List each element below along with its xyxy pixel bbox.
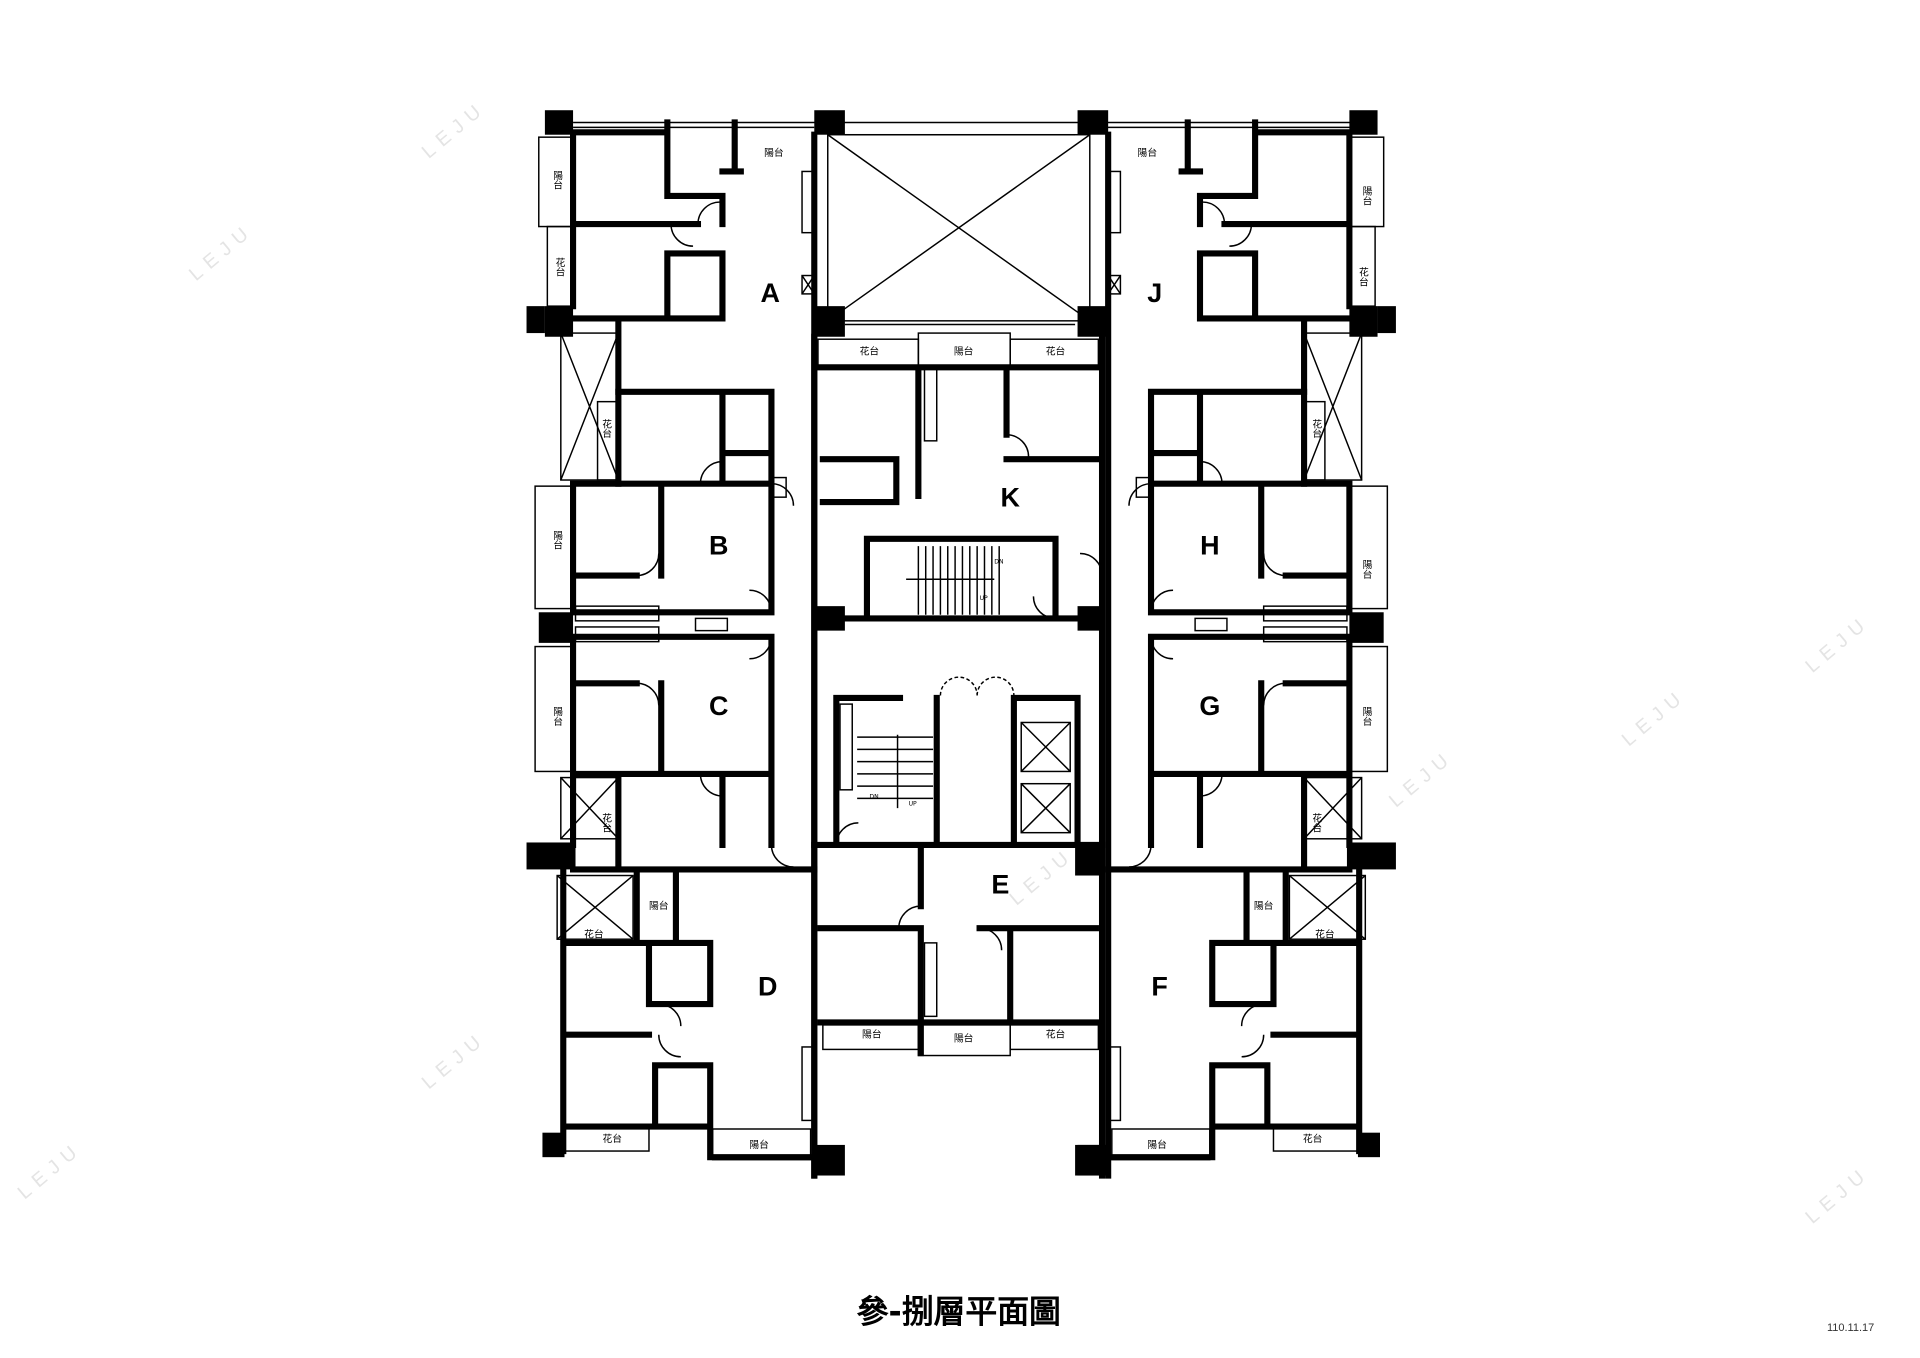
planter-label: 花台	[1303, 1132, 1323, 1145]
unit-label-k: K	[1000, 483, 1020, 513]
balcony-label: 陽台	[551, 170, 563, 191]
stair-up-label: UP	[909, 801, 917, 808]
facade-line	[573, 121, 1351, 136]
balcony-label: 陽台	[551, 530, 563, 551]
unit-label-a: A	[760, 278, 779, 308]
planter-label: 花台	[584, 927, 604, 940]
watermark: LEJU	[418, 97, 491, 164]
balcony-label: 陽台	[749, 1138, 769, 1151]
balcony-label: 陽台	[551, 706, 563, 727]
west-wing	[526, 110, 845, 1179]
balcony-label: 陽台	[1254, 899, 1274, 912]
stair-dn-label: DN	[869, 793, 878, 800]
balcony-label: 陽台	[1138, 146, 1158, 159]
drawing-title: 參-捌層平面圖	[857, 1292, 1061, 1330]
watermark: LEJU	[418, 1027, 491, 1094]
stair-north	[906, 546, 1000, 615]
unit-label-g: G	[1199, 691, 1220, 721]
planter-label: 花台	[1046, 1028, 1066, 1041]
balcony-label: 陽台	[1361, 706, 1373, 727]
balcony-label: 陽台	[1361, 559, 1373, 580]
watermark: LEJU	[1618, 684, 1691, 751]
watermark: LEJU	[14, 1137, 87, 1204]
watermark: LEJU	[1801, 611, 1874, 678]
stair-south	[839, 703, 934, 809]
planter-label: 花台	[1046, 344, 1066, 357]
unit-label-d: D	[758, 971, 777, 1001]
planter-label: 花台	[1315, 927, 1335, 940]
unit-label-f: F	[1151, 971, 1167, 1001]
unit-label-c: C	[709, 691, 728, 721]
stair-dn-label: DN	[994, 558, 1003, 565]
balcony-label: 陽台	[764, 146, 784, 159]
planter-label: 花台	[600, 812, 612, 834]
unit-label-b: B	[709, 530, 728, 560]
watermark: LEJU	[1005, 843, 1078, 910]
balcony-label: 陽台	[1147, 1138, 1167, 1151]
watermarks: LEJU LEJU LEJU LEJU LEJU LEJU LEJU LEJU …	[14, 97, 1875, 1229]
stair-up-label: UP	[980, 595, 988, 602]
elevator	[1020, 721, 1071, 773]
east-wing	[1078, 110, 1396, 1175]
elevator	[1020, 782, 1071, 834]
planter-label: 花台	[602, 1132, 622, 1145]
unit-label-j: J	[1147, 278, 1162, 308]
balcony-label: 陽台	[862, 1028, 882, 1041]
unit-label-e: E	[991, 870, 1009, 900]
core	[811, 332, 1106, 1179]
drawing-date: 110.11.17	[1827, 1322, 1874, 1334]
balcony-label: 陽台	[1361, 186, 1373, 207]
unit-labels: A J K B H C G E D F	[709, 278, 1220, 1001]
planter-label: 花台	[554, 256, 566, 278]
unit-label-h: H	[1200, 530, 1219, 560]
watermark: LEJU	[1385, 745, 1458, 812]
planter-label: 花台	[1310, 417, 1322, 439]
watermark: LEJU	[1801, 1162, 1874, 1229]
watermark: LEJU	[185, 219, 258, 286]
balcony-label: 陽台	[649, 899, 669, 912]
balcony-label: 陽台	[954, 1031, 974, 1044]
balcony-label: 陽台	[954, 344, 974, 357]
planter-label: 花台	[1357, 266, 1369, 288]
planter-label: 花台	[860, 344, 880, 357]
planter-label: 花台	[600, 417, 612, 439]
space-labels: 陽台 陽台 花台 陽台 陽台 花台 花台 陽台 花台 花台 花台 陽台 陽台 陽…	[551, 146, 1372, 1151]
central-void	[827, 133, 1091, 326]
planter-label: 花台	[1310, 812, 1322, 834]
